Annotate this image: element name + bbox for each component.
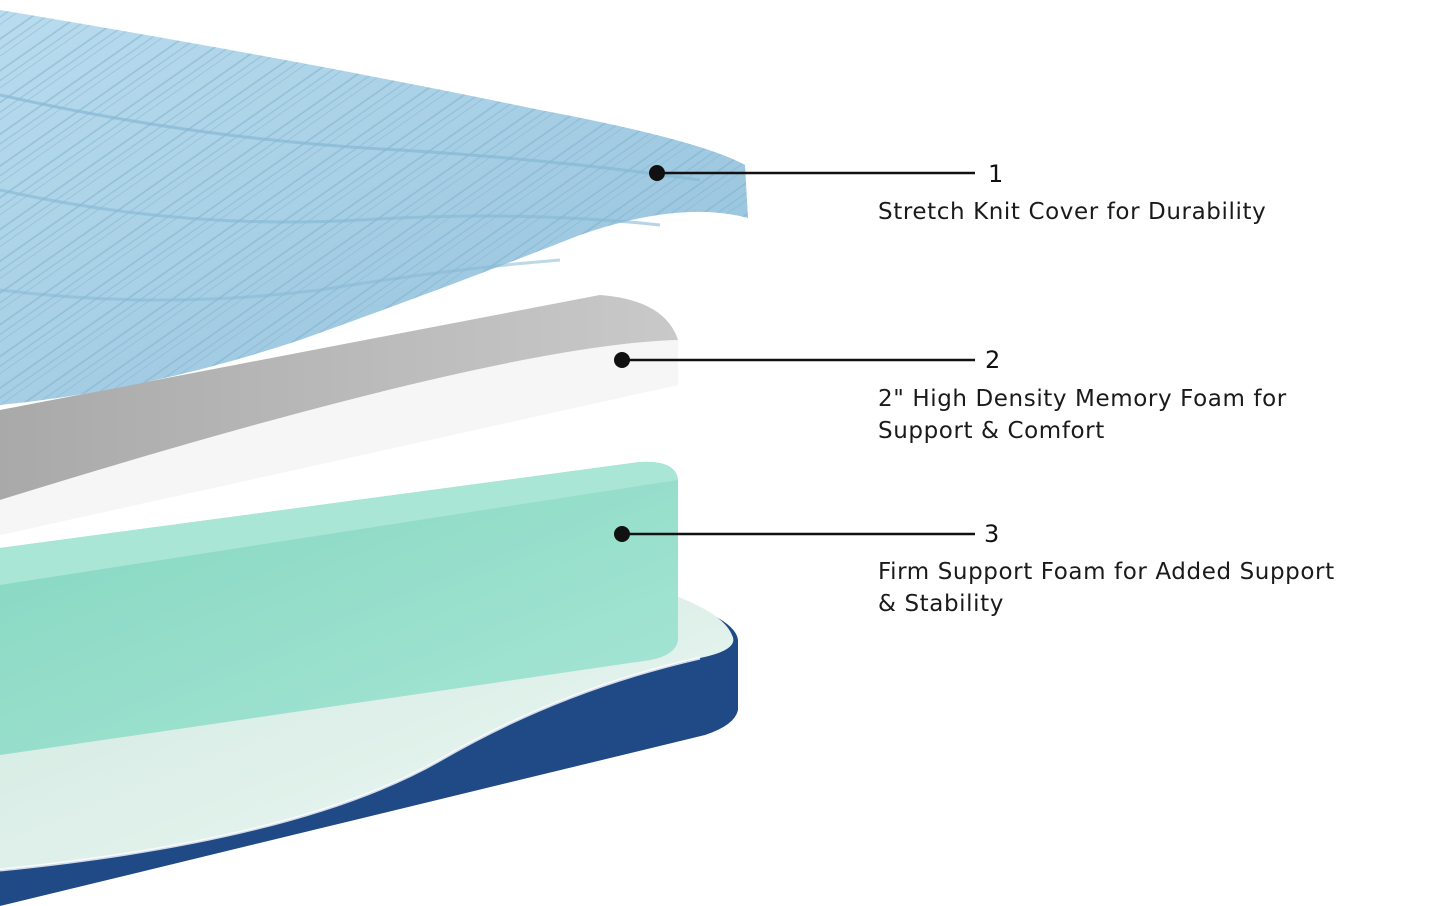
layer-1-description-line-1: Stretch Knit Cover for Durability (878, 199, 1267, 225)
layer-3-description: Firm Support Foam for Added Support & St… (878, 556, 1335, 620)
knit-cover-layer (0, 10, 748, 405)
callout-dot-3 (614, 526, 630, 542)
layer-3-description-line-1: Firm Support Foam for Added Support (878, 559, 1335, 585)
layer-2-description-line-1: 2" High Density Memory Foam for (878, 386, 1287, 412)
layer-2-description: 2" High Density Memory Foam for Support … (878, 383, 1287, 447)
support-foam-layer (0, 461, 678, 755)
layer-2-description-line-2: Support & Comfort (878, 418, 1105, 444)
memory-foam-layer (0, 295, 678, 535)
layer-1-number: 1 (988, 160, 1004, 188)
layer-3-number: 3 (984, 520, 1000, 548)
callout-dot-2 (614, 352, 630, 368)
layer-3-description-line-2: & Stability (878, 591, 1004, 617)
callout-dot-1 (649, 165, 665, 181)
layer-1-description: Stretch Knit Cover for Durability (878, 196, 1266, 228)
layer-2-number: 2 (985, 346, 1001, 374)
